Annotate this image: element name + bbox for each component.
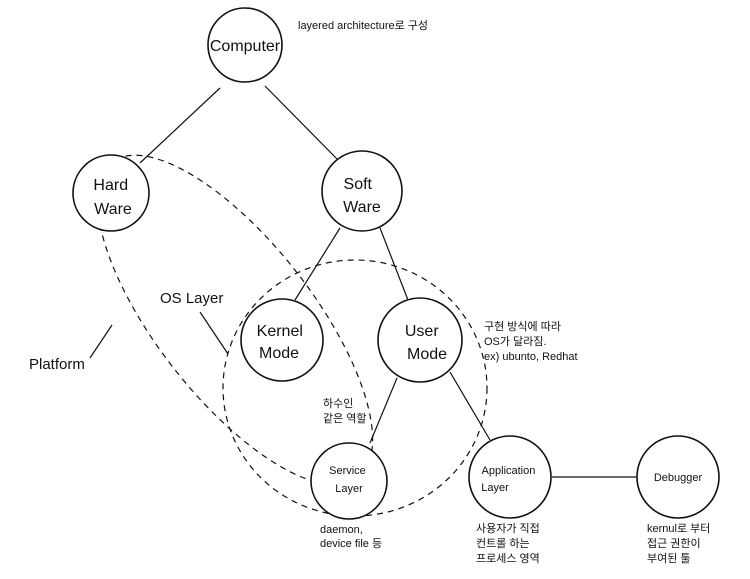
note-subordinate-role: 하수인 같은 역할 (323, 396, 367, 425)
svg-text:Kernel Mode: Kernel Mode (257, 323, 308, 362)
node-user-mode: User Mode (377, 297, 463, 383)
node-label-service-1: Service (329, 465, 366, 477)
platform-label: Platform (29, 356, 85, 373)
svg-text:Debugger: Debugger (654, 472, 703, 484)
edge-user-service (369, 377, 398, 444)
platform-pointer-line (89, 324, 113, 359)
edges (139, 85, 637, 478)
edge-software-kernel (294, 227, 341, 301)
note-service-layer: daemon, device file 등 (320, 524, 382, 550)
node-label-application-1: Application (482, 465, 536, 477)
edge-software-user (379, 227, 409, 301)
os-layer-label: OS Layer (160, 290, 223, 307)
node-label-user-1: User (405, 323, 439, 340)
os-layer-group-ellipse (222, 259, 488, 517)
node-label-debugger-1: Debugger (654, 472, 703, 484)
node-label-application-2: Layer (481, 482, 509, 494)
note-debugger: kernul로 부터 접근 권한이 부여된 툴 (647, 522, 713, 565)
svg-text:User Mode: User Mode (405, 323, 447, 363)
node-computer: Computer (207, 7, 283, 83)
node-label-hardware-1: Hard (93, 177, 128, 194)
node-label-software-1: Soft (344, 176, 373, 193)
node-hardware: Hard Ware (72, 154, 150, 232)
os-layer-pointer-line (199, 311, 229, 355)
svg-text:Soft Ware: Soft Ware (343, 176, 381, 216)
note-application-layer: 사용자가 직접 컨트롤 하는 프로세스 영역 (476, 522, 543, 565)
note-user-mode: 구현 방식에 따라 OS가 달라짐. ex) ubunto, Redhat (484, 320, 578, 363)
node-label-hardware-2: Ware (94, 201, 132, 218)
edge-computer-software (264, 85, 341, 163)
platform-label-group: Platform (29, 324, 113, 373)
svg-text:Hard Ware: Hard Ware (93, 177, 132, 218)
node-label-kernel-1: Kernel (257, 323, 303, 340)
node-label-computer-1: Computer (210, 38, 281, 55)
edge-computer-hardware (139, 87, 221, 164)
os-layer-label-group: OS Layer (160, 290, 229, 355)
node-service-layer: Service Layer (310, 442, 388, 520)
note-layered-architecture: layered architecture로 구성 (298, 19, 428, 32)
node-software: Soft Ware (321, 150, 403, 232)
node-application-layer: Application Layer (468, 435, 552, 519)
node-kernel-mode: Kernel Mode (240, 298, 324, 382)
svg-text:Service Layer: Service Layer (329, 465, 369, 495)
svg-text:Application Layer: Application Layer (481, 465, 538, 494)
node-label-kernel-2: Mode (259, 345, 299, 362)
node-label-software-2: Ware (343, 199, 381, 216)
node-debugger: Debugger (636, 435, 720, 519)
svg-text:Computer: Computer (210, 38, 281, 55)
node-label-service-2: Layer (335, 483, 363, 495)
edge-user-application (449, 371, 491, 441)
node-label-user-2: Mode (407, 346, 447, 363)
